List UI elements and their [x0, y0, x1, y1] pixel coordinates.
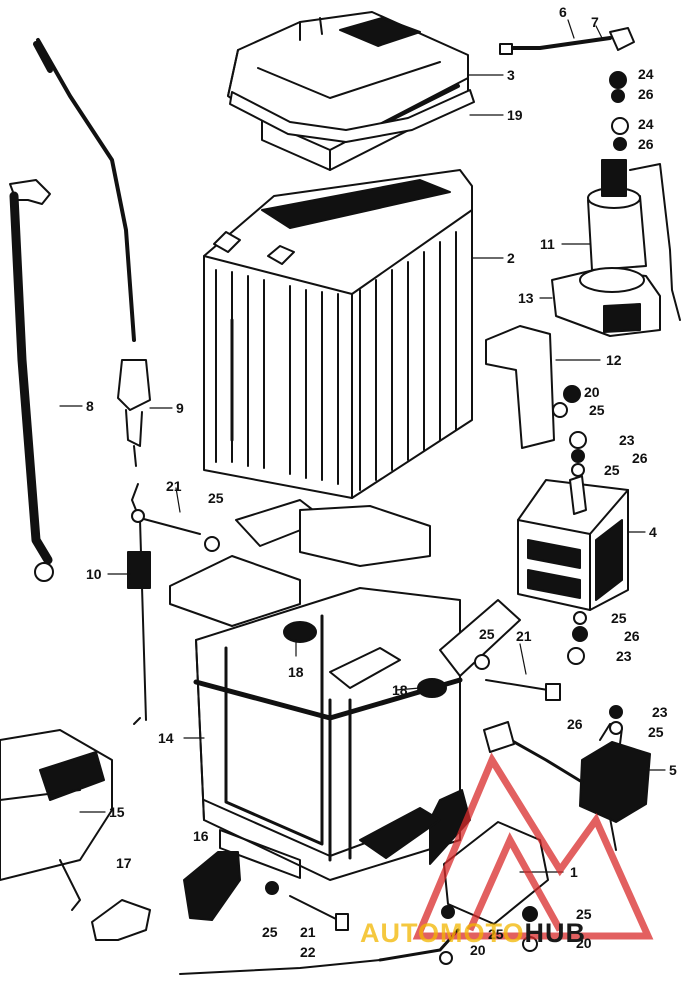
bolt	[289, 895, 349, 931]
part-label-25: 25	[611, 610, 627, 626]
part-label-25: 25	[208, 490, 224, 506]
main-wire-fuse	[33, 38, 151, 467]
part-label-8: 8	[86, 398, 94, 414]
part-label-26: 26	[567, 716, 583, 732]
part-label-22: 22	[300, 944, 316, 960]
part-label-23: 23	[619, 432, 635, 448]
watermark-logo-icon	[412, 752, 654, 940]
part-label-25: 25	[576, 906, 592, 922]
part-label-3: 3	[507, 67, 515, 83]
part-label-24: 24	[638, 116, 654, 132]
battery-cover	[227, 11, 469, 171]
cushion-rubber	[417, 678, 447, 698]
part-label-25: 25	[488, 926, 504, 942]
watermark-text: AUTOMOTOHUB	[360, 918, 586, 949]
part-label-12: 12	[606, 352, 622, 368]
rubber-band	[183, 851, 241, 921]
part-label-26: 26	[638, 136, 654, 152]
starter-switch	[551, 159, 681, 337]
washer	[204, 71, 629, 965]
watermark-text-automoto: AUTOMOTO	[360, 918, 525, 948]
part-label-19: 19	[507, 107, 523, 123]
part-label-25: 25	[648, 724, 664, 740]
part-label-20: 20	[584, 384, 600, 400]
leader-lines	[59, 19, 666, 873]
part-label-24: 24	[638, 66, 654, 82]
side-bracket	[0, 729, 113, 911]
part-label-21: 21	[300, 924, 316, 940]
part-label-25: 25	[479, 626, 495, 642]
part-label-23: 23	[616, 648, 632, 664]
bolt	[131, 509, 201, 535]
battery	[203, 169, 473, 499]
ground-cable	[9, 179, 54, 582]
battery-case	[169, 499, 521, 881]
part-label-9: 9	[176, 400, 184, 416]
wire-clip	[91, 899, 151, 941]
part-label-26: 26	[638, 86, 654, 102]
bolt	[485, 679, 561, 701]
part-label-4: 4	[649, 524, 657, 540]
switch-bracket	[485, 325, 555, 449]
part-label-17: 17	[116, 855, 132, 871]
part-label-21: 21	[166, 478, 182, 494]
part-label-23: 23	[652, 704, 668, 720]
part-label-20: 20	[470, 942, 486, 958]
part-label-10: 10	[86, 566, 102, 582]
part-label-1: 1	[570, 864, 578, 880]
part-label-5: 5	[669, 762, 677, 778]
holder-rod	[127, 483, 151, 725]
part-label-18: 18	[288, 664, 304, 680]
watermark-text-hub: HUB	[524, 918, 587, 948]
part-label-26: 26	[624, 628, 640, 644]
part-label-13: 13	[518, 290, 534, 306]
part-label-25: 25	[589, 402, 605, 418]
part-label-20: 20	[576, 935, 592, 951]
part-label-2: 2	[507, 250, 515, 266]
battery-cable	[499, 27, 635, 55]
regulator	[517, 475, 629, 611]
part-label-18: 18	[392, 682, 408, 698]
part-label-25: 25	[262, 924, 278, 940]
rectifier	[483, 721, 651, 851]
part-label-14: 14	[158, 730, 174, 746]
part-label-7: 7	[591, 14, 599, 30]
cushion-rubber	[283, 621, 317, 643]
part-label-21: 21	[516, 628, 532, 644]
cover-strap	[229, 89, 475, 143]
part-label-25: 25	[604, 462, 620, 478]
part-label-16: 16	[193, 828, 209, 844]
part-label-11: 11	[540, 236, 555, 252]
part-label-6: 6	[559, 4, 567, 20]
part-label-26: 26	[632, 450, 648, 466]
part-label-15: 15	[109, 804, 125, 820]
